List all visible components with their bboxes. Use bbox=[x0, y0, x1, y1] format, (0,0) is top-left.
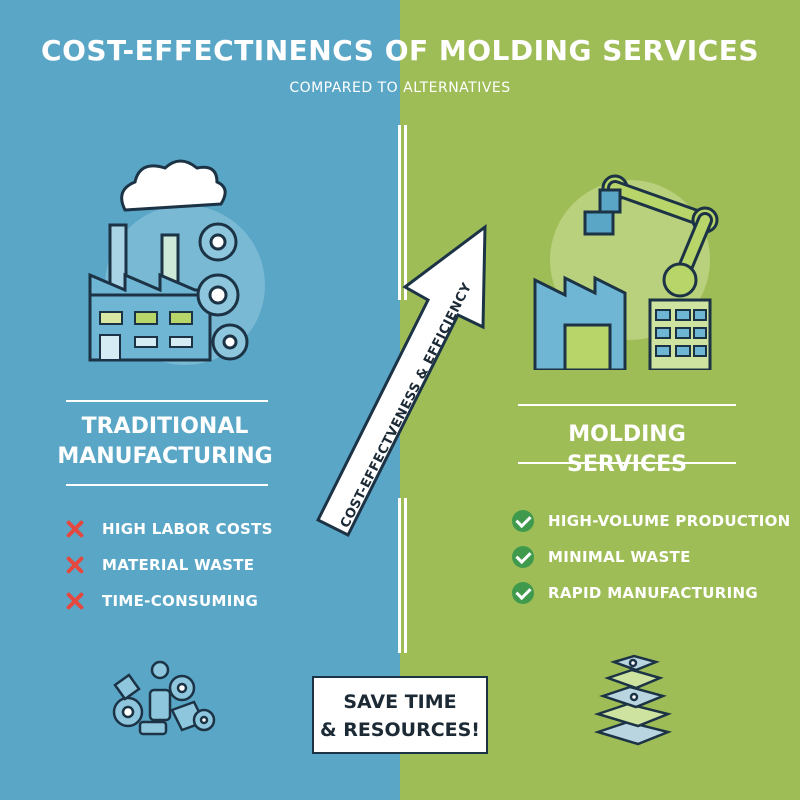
list-item-label: RAPID MANUFACTURING bbox=[548, 584, 758, 602]
diagonal-arrow-icon bbox=[315, 223, 487, 538]
checkmark-icon bbox=[512, 546, 534, 568]
right-benefits-list: HIGH-VOLUME PRODUCTION MINIMAL WASTE RAP… bbox=[512, 503, 790, 611]
right-heading: MOLDING SERVICES bbox=[566, 422, 688, 477]
left-heading-top-rule bbox=[66, 400, 268, 402]
right-heading-top-rule bbox=[518, 404, 736, 406]
save-callout-line1: SAVE TIME bbox=[343, 691, 457, 713]
scattered-parts-icon bbox=[112, 660, 216, 736]
list-item-label: MATERIAL WASTE bbox=[102, 556, 255, 574]
x-mark-icon bbox=[66, 556, 84, 574]
right-heading-bottom-rule bbox=[518, 462, 736, 464]
list-item: RAPID MANUFACTURING bbox=[512, 575, 790, 611]
robotic-arm-factory-icon bbox=[533, 174, 719, 370]
left-heading: TRADITIONAL MANUFACTURING bbox=[50, 412, 280, 472]
save-callout: SAVE TIME & RESOURCES! bbox=[312, 676, 488, 754]
left-drawbacks-list: HIGH LABOR COSTS MATERIAL WASTE TIME-CON… bbox=[66, 511, 273, 619]
page-subtitle: COMPARED TO ALTERNATIVES bbox=[289, 80, 511, 96]
center-divider-top-2 bbox=[404, 125, 407, 300]
list-item: MINIMAL WASTE bbox=[512, 539, 790, 575]
stacked-molded-blocks-icon bbox=[593, 654, 673, 746]
list-item-label: HIGH-VOLUME PRODUCTION bbox=[548, 512, 791, 530]
list-item: HIGH-VOLUME PRODUCTION bbox=[512, 503, 790, 539]
center-divider-bottom-2 bbox=[404, 498, 407, 653]
list-item-label: HIGH LABOR COSTS bbox=[102, 520, 273, 538]
list-item: HIGH LABOR COSTS bbox=[66, 511, 273, 547]
list-item: TIME-CONSUMING bbox=[66, 583, 273, 619]
save-callout-line2: & RESOURCES! bbox=[320, 719, 480, 741]
left-heading-line1: TRADITIONAL bbox=[81, 414, 249, 439]
page-title: COST-EFFECTINENCS OF MOLDING SERVICES bbox=[41, 34, 759, 67]
x-mark-icon bbox=[66, 592, 84, 610]
checkmark-icon bbox=[512, 510, 534, 532]
factory-with-gears-icon bbox=[88, 159, 265, 365]
x-mark-icon bbox=[66, 520, 84, 538]
list-item-label: MINIMAL WASTE bbox=[548, 548, 691, 566]
center-divider-bottom bbox=[398, 498, 401, 653]
list-item-label: TIME-CONSUMING bbox=[102, 592, 259, 610]
list-item: MATERIAL WASTE bbox=[66, 547, 273, 583]
right-panel bbox=[400, 0, 800, 800]
checkmark-icon bbox=[512, 582, 534, 604]
left-heading-bottom-rule bbox=[66, 484, 268, 486]
center-divider-top bbox=[398, 125, 401, 300]
left-heading-line2: MANUFACTURING bbox=[57, 444, 273, 469]
